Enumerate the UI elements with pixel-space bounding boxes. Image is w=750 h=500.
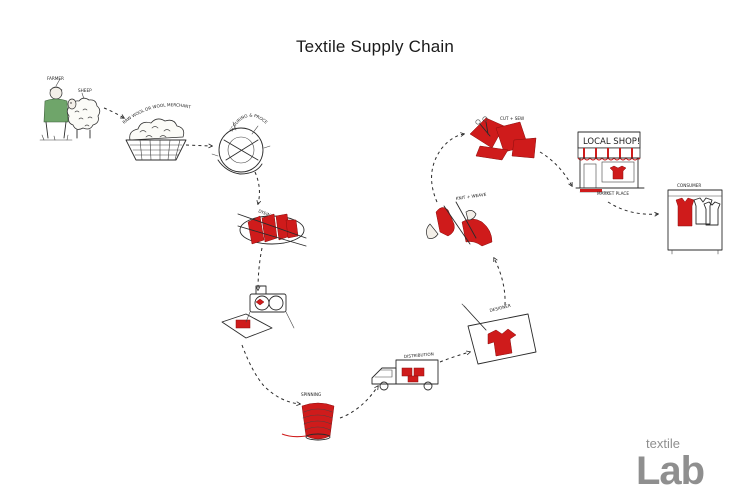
wool-basket-icon: RAW WOOL OR WOOL MERCHANT xyxy=(122,102,192,161)
knit-weave-label: KNIT + WEAVE xyxy=(455,192,486,201)
shop-front-icon: LOCAL SHOP! MARKET PLACE xyxy=(575,131,645,196)
spinning-label: SPINNING xyxy=(301,392,321,397)
flow-arrow-shop-to-consumer xyxy=(607,201,658,214)
flow-arrow-dyeing-to-carding xyxy=(258,247,263,290)
dyeing-label: DYEING xyxy=(258,208,275,219)
flow-arrow-designer-to-knit xyxy=(494,258,506,306)
flow-arrow-knit-to-cut xyxy=(431,134,464,203)
market-place-label: MARKET PLACE xyxy=(597,191,629,196)
delivery-truck-icon: DISTRIBUTION xyxy=(371,351,439,391)
scouring-machine-icon: SCOURING & PROCESSING xyxy=(0,0,271,175)
designer-label: DESIGNER xyxy=(489,303,511,313)
flow-arrow-spinning-to-distribution xyxy=(339,386,378,419)
textile-lab-logo: textile Lab xyxy=(636,436,705,493)
wardrobe-icon: CONSUMER xyxy=(667,183,723,255)
cut-sew-fabric-icon: CUT + SEW xyxy=(469,116,537,161)
flow-arrow-carding-to-spinning xyxy=(241,344,300,404)
flow-connectors xyxy=(103,107,658,419)
carding-machine-icon xyxy=(221,285,295,339)
farmer-label: FARMER xyxy=(47,76,64,81)
local-shop-sign: LOCAL SHOP! xyxy=(583,137,640,147)
flow-arrow-cut-to-shop xyxy=(539,151,572,186)
farmer-with-sheep-icon: FARMER SHEEP xyxy=(39,76,101,141)
knitting-hands-icon: KNIT + WEAVE xyxy=(426,192,493,247)
flow-arrow-scouring-to-dyeing xyxy=(254,171,259,204)
sheep-label: SHEEP xyxy=(78,88,92,93)
yarn-cone-icon: SPINNING xyxy=(281,392,335,441)
distribution-label: DISTRIBUTION xyxy=(404,351,434,359)
designer-sketch-icon: DESIGNER xyxy=(461,303,537,365)
consumer-label: CONSUMER xyxy=(677,183,701,188)
logo-small-text: textile xyxy=(646,436,680,451)
dyeing-vat-icon: DYEING xyxy=(237,208,307,247)
logo-large-text: Lab xyxy=(636,449,704,493)
cut-sew-label: CUT + SEW xyxy=(500,116,524,121)
flow-arrow-wool-to-scouring xyxy=(185,145,212,146)
flow-arrow-distribution-to-designer xyxy=(439,352,470,363)
page-title: Textile Supply Chain xyxy=(295,37,455,56)
flow-arrow-farmer-to-wool xyxy=(103,107,124,118)
